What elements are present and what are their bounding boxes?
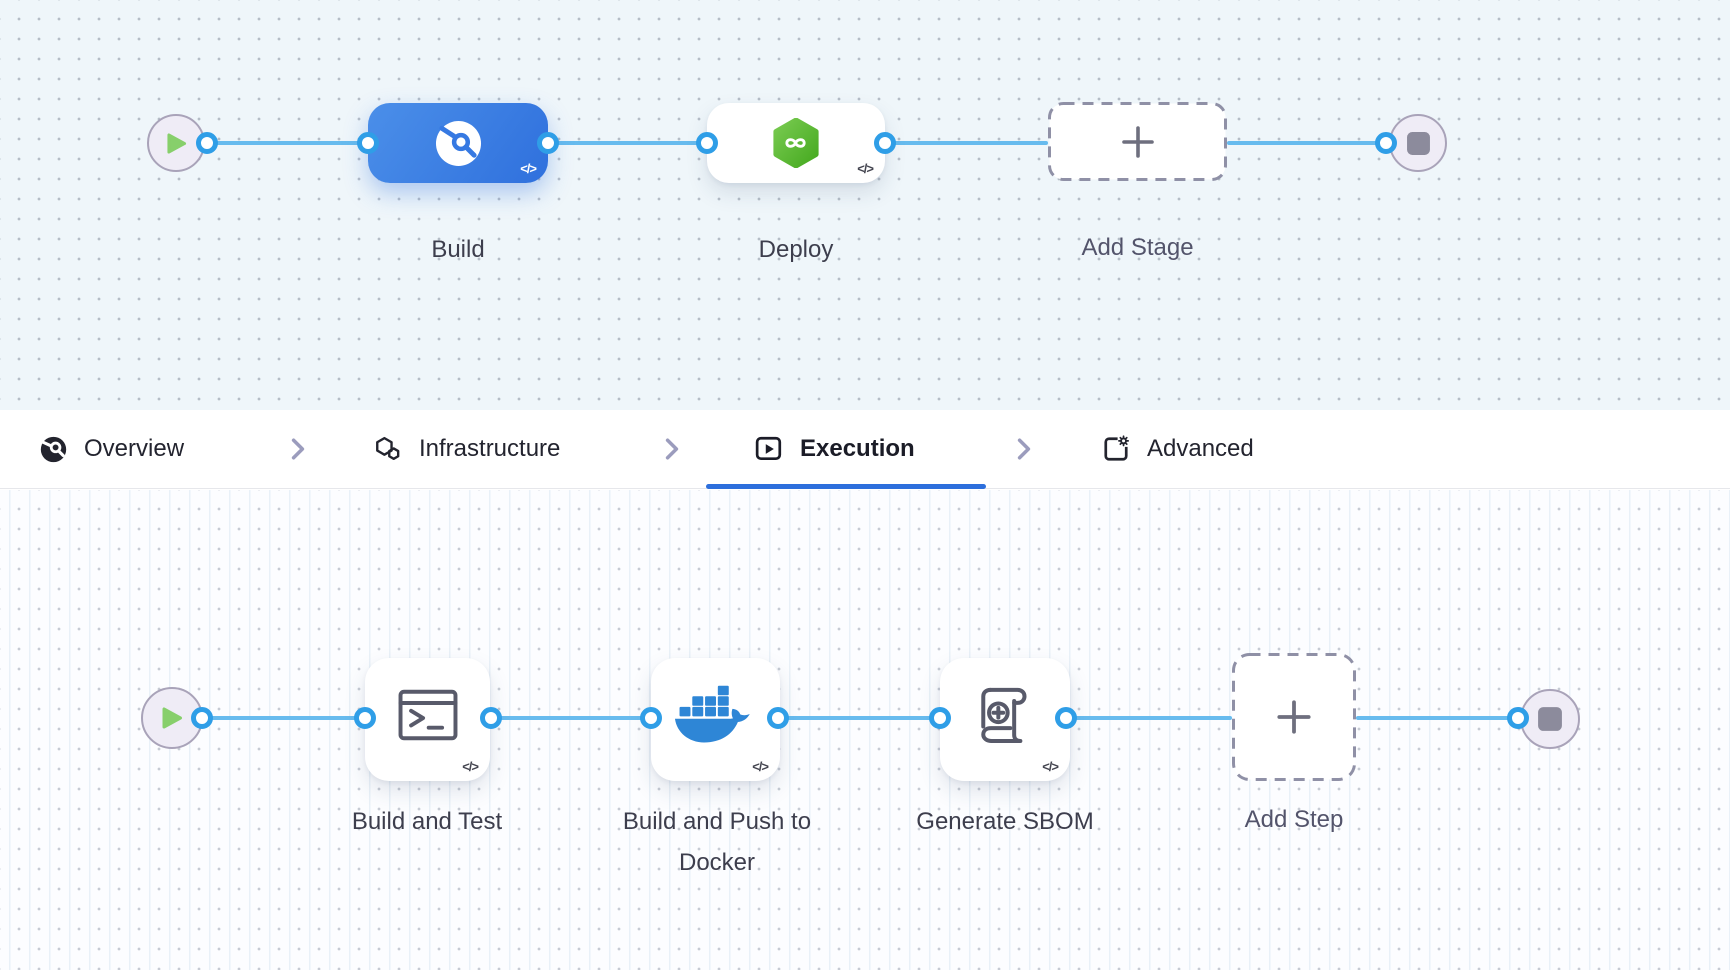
stage-canvas: </> </>: [0, 0, 1730, 410]
edge-start-step1: [202, 716, 365, 720]
tab-execution[interactable]: Execution: [755, 410, 915, 488]
add-stage-button[interactable]: [1048, 102, 1227, 181]
port[interactable]: [537, 132, 559, 154]
port[interactable]: [696, 132, 718, 154]
tab-advanced[interactable]: Advanced: [1102, 410, 1254, 488]
port[interactable]: [357, 132, 379, 154]
stop-icon: [1537, 706, 1563, 732]
edge-step3-addstep: [1066, 716, 1232, 720]
harness-ci-icon: [435, 120, 482, 167]
stage-flow-end-node: [1389, 114, 1447, 172]
stage-label-build: Build: [431, 236, 485, 263]
breadcrumb-chevron-icon: [1017, 410, 1031, 488]
active-tab-underline: [706, 484, 986, 489]
terminal-icon: [397, 688, 459, 742]
execution-canvas: </> </>: [0, 490, 1730, 970]
edge-deploy-addstage: [885, 141, 1048, 145]
stage-card-deploy[interactable]: </>: [707, 103, 885, 183]
yaml-code-badge[interactable]: </>: [462, 759, 479, 774]
edge-build-deploy: [548, 141, 707, 145]
play-icon: [166, 132, 187, 155]
step-flow-start-node: [141, 687, 203, 749]
stage-flow-start-node: [147, 114, 205, 172]
advanced-icon: [1102, 435, 1130, 463]
harness-cd-icon: [771, 118, 821, 168]
edge-step2-step3: [778, 716, 940, 720]
port[interactable]: [191, 707, 213, 729]
step-card-build-and-test[interactable]: </>: [365, 658, 490, 781]
tab-overview[interactable]: Overview: [40, 410, 184, 488]
docker-icon: [672, 685, 760, 747]
step-label-generate-sbom: Generate SBOM: [916, 808, 1094, 835]
port[interactable]: [354, 707, 376, 729]
execution-icon: [755, 436, 783, 462]
port[interactable]: [640, 707, 662, 729]
step-label-build-and-test: Build and Test: [351, 808, 503, 835]
stage-config-tabbar: Overview Infrastructure: [0, 410, 1730, 489]
edge-addstage-end: [1227, 141, 1386, 145]
port[interactable]: [1507, 707, 1529, 729]
sbom-scroll-icon: [972, 681, 1038, 749]
add-step-button[interactable]: [1232, 653, 1356, 781]
tab-label: Overview: [84, 435, 185, 462]
plus-icon: [1118, 122, 1158, 162]
step-card-generate-sbom[interactable]: </>: [940, 658, 1070, 781]
step-label-build-and-push-to-docker: Build and Push to Docker: [622, 808, 812, 876]
tab-label: Infrastructure: [419, 435, 561, 462]
port[interactable]: [767, 707, 789, 729]
port[interactable]: [874, 132, 896, 154]
port[interactable]: [929, 707, 951, 729]
breadcrumb-chevron-icon: [665, 410, 679, 488]
port[interactable]: [196, 132, 218, 154]
yaml-code-badge[interactable]: </>: [857, 161, 874, 176]
edge-start-build: [207, 141, 368, 145]
yaml-code-badge[interactable]: </>: [520, 161, 537, 176]
stage-card-build[interactable]: </>: [368, 103, 548, 183]
port[interactable]: [1055, 707, 1077, 729]
port[interactable]: [1375, 132, 1397, 154]
yaml-code-badge[interactable]: </>: [752, 759, 769, 774]
overview-icon: [40, 436, 67, 463]
breadcrumb-chevron-icon: [291, 410, 305, 488]
add-step-label: Add Step: [1244, 806, 1344, 833]
yaml-code-badge[interactable]: </>: [1042, 759, 1059, 774]
stop-icon: [1406, 131, 1431, 156]
add-stage-label: Add Stage: [1081, 234, 1194, 261]
plus-icon: [1273, 696, 1315, 738]
port[interactable]: [480, 707, 502, 729]
play-icon: [161, 706, 183, 730]
infrastructure-icon: [373, 436, 402, 463]
tab-infrastructure[interactable]: Infrastructure: [373, 410, 560, 488]
tab-label: Execution: [800, 435, 915, 462]
tab-label: Advanced: [1147, 435, 1254, 462]
stage-label-deploy: Deploy: [758, 236, 834, 263]
step-card-build-and-push-to-docker[interactable]: </>: [651, 658, 780, 781]
edge-addstep-end: [1356, 716, 1518, 720]
edge-step1-step2: [491, 716, 651, 720]
step-flow-end-node: [1520, 689, 1580, 749]
